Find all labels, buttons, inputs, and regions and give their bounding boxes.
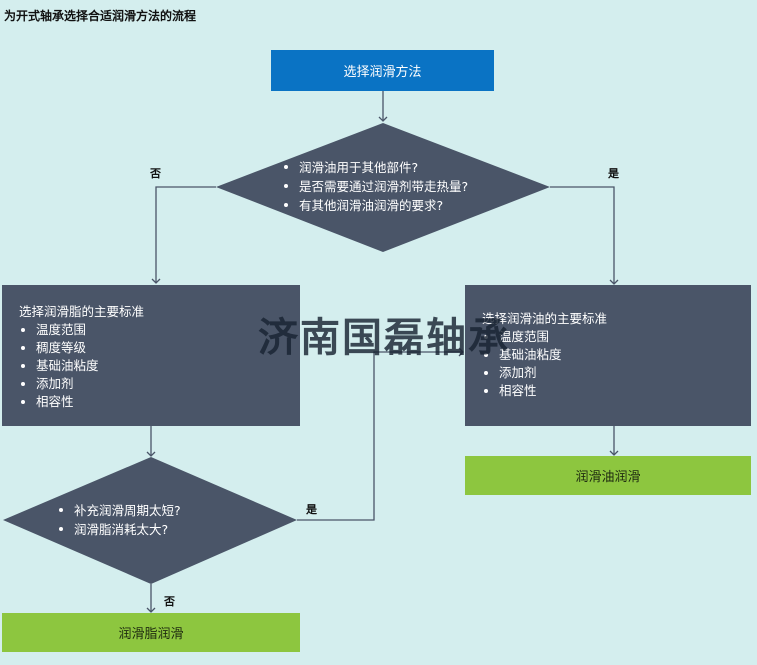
grease-result-box: 润滑脂润滑 [2,613,300,652]
decision1-yes-label: 是 [608,167,619,180]
oil-result-label: 润滑油润滑 [575,470,641,485]
oil-criteria-box: 选择润滑油的主要标准 温度范围 基础油粘度 添加剂 相容性 [465,285,751,426]
grease-criteria-box: 选择润滑脂的主要标准 温度范围 稠度等级 基础油粘度 添加剂 相容性 [2,285,300,426]
grease-criteria-item: 温度范围 [19,321,300,339]
start-box: 选择润滑方法 [271,50,494,91]
oil-criteria-item: 基础油粘度 [482,346,751,364]
oil-result-box: 润滑油润滑 [465,456,751,495]
grease-criteria-item: 添加剂 [19,375,300,393]
grease-criteria-item: 稠度等级 [19,339,300,357]
decision1-item: 是否需要通过润滑剂带走热量? [282,177,468,196]
connector-decision1-no [151,186,216,284]
grease-result-label: 润滑脂润滑 [118,627,184,642]
decision2-text: 补充润滑周期太短? 润滑脂消耗太大? [57,501,181,539]
oil-criteria-item: 温度范围 [482,328,751,346]
decision2-item: 润滑脂消耗太大? [57,520,181,539]
decision1-item: 润滑油用于其他部件? [282,158,468,177]
oil-criteria-item: 相容性 [482,382,751,400]
decision1-text: 润滑油用于其他部件? 是否需要通过润滑剂带走热量? 有其他润滑油润滑的要求? [282,158,468,215]
diagram-title: 为开式轴承选择合适润滑方法的流程 [4,9,197,23]
grease-criteria-heading: 选择润滑脂的主要标准 [19,304,145,319]
decision1-item: 有其他润滑油润滑的要求? [282,196,468,215]
connector-decision2-yes [297,347,464,521]
watermark-text: 济南国磊轴承 [258,315,510,361]
decision1-no-label: 否 [150,167,161,180]
grease-criteria-item: 相容性 [19,393,300,411]
connector-decision1-yes [550,186,619,285]
decision2-no-label: 否 [164,595,175,608]
decision2-item: 补充润滑周期太短? [57,501,181,520]
decision2-yes-label: 是 [306,503,317,516]
decision1-diamond [216,123,550,252]
grease-criteria-item: 基础油粘度 [19,357,300,375]
start-label: 选择润滑方法 [343,65,422,80]
oil-criteria-item: 添加剂 [482,364,751,382]
decision2-diamond [3,457,297,584]
oil-criteria-heading: 选择润滑油的主要标准 [482,311,608,326]
